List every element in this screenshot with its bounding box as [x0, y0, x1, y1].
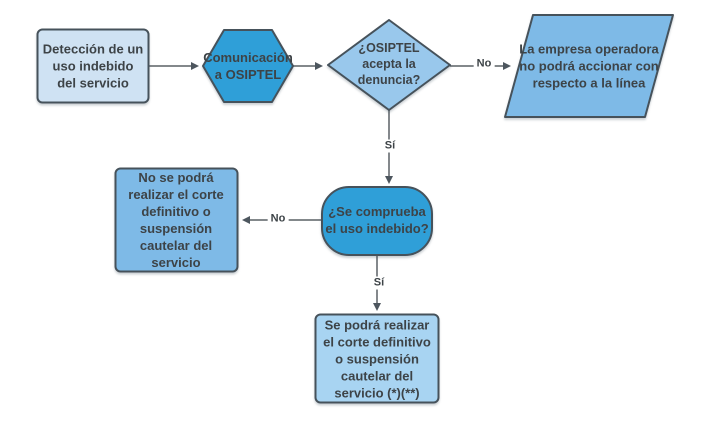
- edge-label-acepta-si: Sí: [381, 139, 399, 153]
- edge-label-acepta-no: No: [473, 57, 495, 71]
- comunicacion-node-shape: [202, 29, 294, 103]
- edge-label-comprueba-no: No: [267, 212, 289, 226]
- comprueba-node-shape: [321, 186, 433, 256]
- start-node-shape: [36, 28, 150, 104]
- no-accionar-node-shape: [504, 14, 674, 118]
- no-corte-node-shape: [114, 167, 239, 273]
- corte-node-shape: [314, 313, 440, 404]
- acepta-decision-shape: [327, 19, 451, 111]
- edge-label-comprueba-si: Sí: [370, 276, 388, 290]
